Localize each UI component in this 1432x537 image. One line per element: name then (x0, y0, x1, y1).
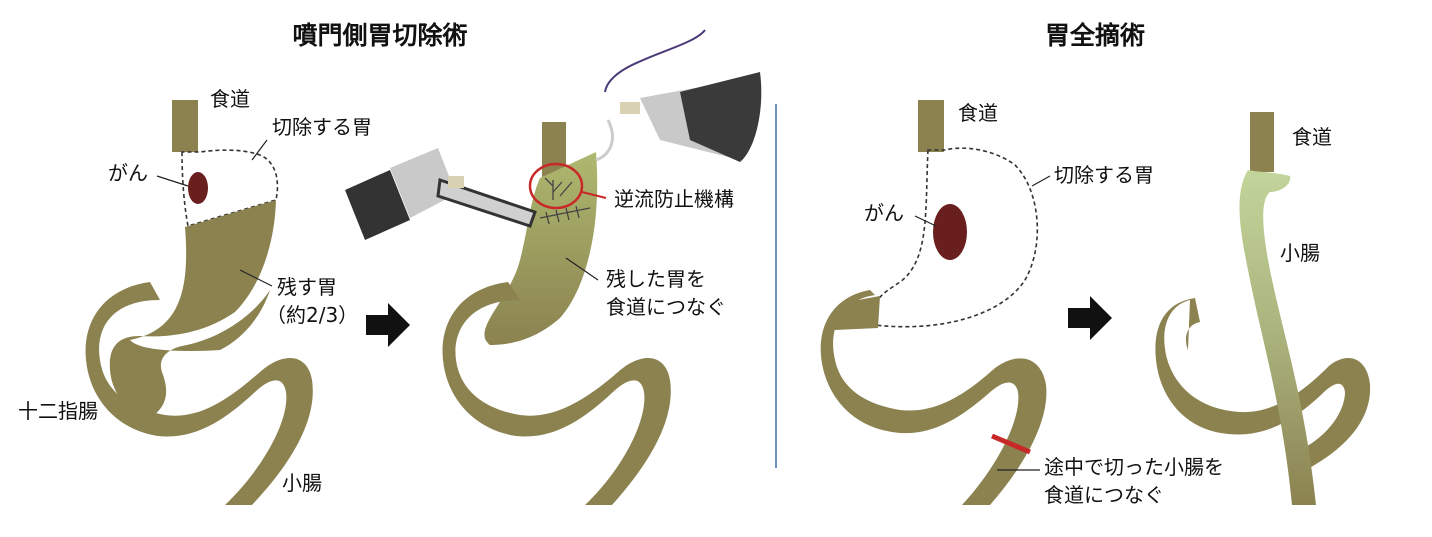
label-connect-2: 食道につなぐ (606, 295, 726, 319)
esophagus-left-before (172, 100, 198, 152)
label-remaining-stomach-1: 残す胃 (277, 275, 337, 299)
duodenum-left (85, 282, 313, 505)
right-arrow-icon (366, 303, 410, 347)
esophagus-right-before (918, 100, 944, 152)
cut-mark (991, 433, 1031, 455)
esophagus-right-after (1250, 112, 1274, 172)
surgical-instrument-icon (345, 148, 537, 240)
label-cancer-right: がん (864, 201, 904, 225)
tumor-right (933, 204, 967, 260)
duodenum-right-after (1155, 298, 1371, 472)
label-cancer-left: がん (108, 161, 148, 185)
label-remaining-stomach-2: （約2/3） (266, 303, 358, 327)
jejunum-connected (1239, 170, 1316, 505)
tumor-left (188, 172, 208, 204)
suture-lines (539, 177, 591, 225)
label-duodenum: 十二指腸 (18, 399, 98, 423)
label-reflux-prevention: 逆流防止機構 (614, 187, 734, 211)
reflux-prevention-circle (528, 162, 584, 210)
surgical-instrument-icon (595, 29, 762, 162)
label-esophagus-left: 食道 (210, 87, 250, 111)
right-arrow-icon (1068, 296, 1112, 340)
label-cut-1: 途中で切った小腸を (1044, 455, 1224, 479)
label-small-intestine-right: 小腸 (1280, 241, 1320, 265)
right-panel-title: 胃全摘術 (1045, 21, 1145, 50)
resected-stomach-right (873, 147, 1039, 328)
duodenum-left-after (442, 282, 671, 505)
label-small-intestine-left: 小腸 (282, 471, 322, 495)
label-connect-1: 残した胃を (606, 267, 706, 291)
label-resected-stomach-right: 切除する胃 (1054, 163, 1154, 187)
resected-stomach-left (181, 149, 279, 228)
label-esophagus-right-after: 食道 (1292, 125, 1332, 149)
label-cut-2: 食道につなぐ (1044, 483, 1164, 507)
left-panel-title: 噴門側胃切除術 (292, 21, 467, 50)
label-esophagus-right: 食道 (958, 101, 998, 125)
remaining-stomach-left (109, 200, 276, 418)
label-resected-stomach-left: 切除する胃 (272, 115, 372, 139)
